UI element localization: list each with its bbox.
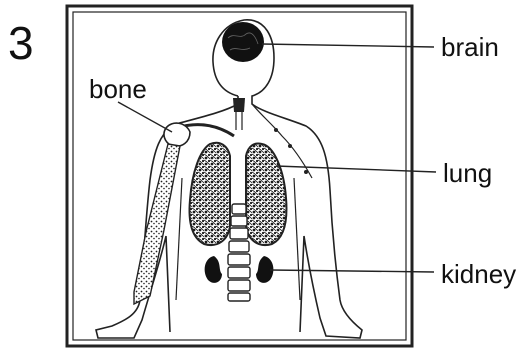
pointer-bone: [118, 102, 172, 132]
trachea: [236, 112, 242, 130]
label-brain: brain: [441, 34, 499, 60]
arm-inner-left: [176, 178, 182, 300]
label-lung: lung: [443, 160, 492, 186]
label-kidney: kidney: [441, 261, 516, 287]
label-bone: bone: [89, 76, 147, 102]
kidney-left: [205, 256, 222, 283]
pointer-kidney: [270, 270, 434, 272]
lung-left: [190, 143, 230, 245]
arm-bone: [134, 144, 180, 304]
larynx: [233, 98, 245, 112]
arm-inner-right: [294, 178, 300, 300]
shoulder-bone: [164, 123, 190, 146]
lung-right: [246, 144, 286, 246]
spine: [228, 204, 250, 301]
pointer-brain: [262, 44, 434, 47]
